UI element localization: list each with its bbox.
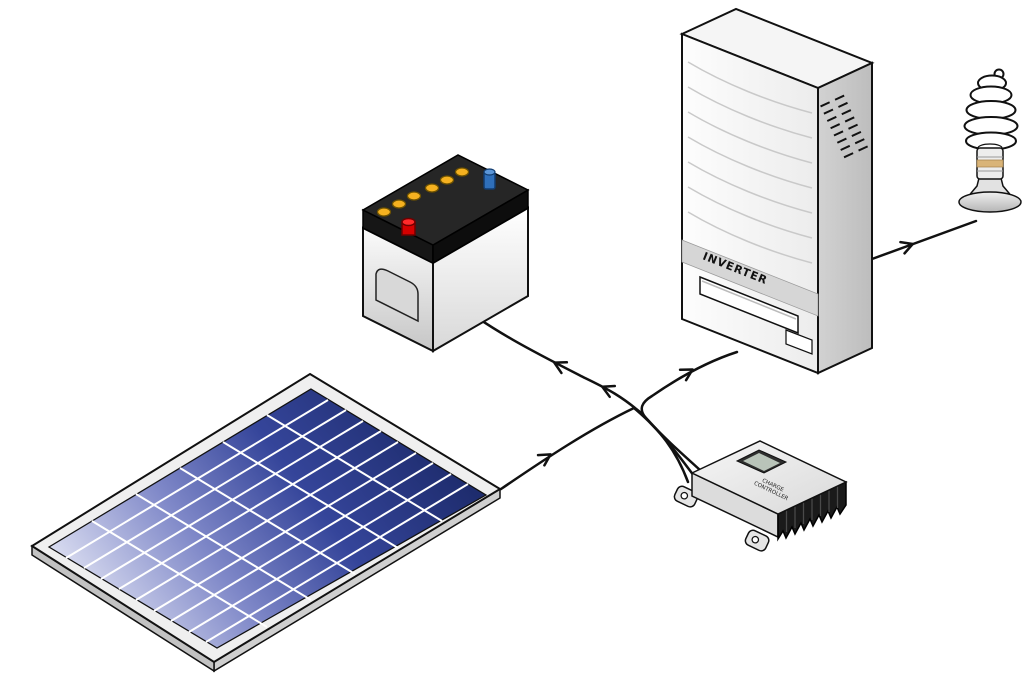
battery [361, 154, 530, 353]
battery-handle-recess [375, 268, 419, 323]
bulb-socket [976, 147, 1004, 180]
wire-panel-to-controller [499, 406, 690, 491]
inverter-vents [820, 94, 869, 159]
solar-panel-cells [47, 388, 488, 649]
controller-display-screen [743, 453, 780, 471]
solar-panel [30, 372, 502, 673]
inverter: INVERTER [679, 7, 875, 375]
screw-hole [680, 491, 689, 500]
wires [450, 219, 978, 491]
wire-inverter-to-bulb [870, 219, 978, 261]
battery-negative-terminal [483, 168, 496, 190]
battery-vent-caps [376, 167, 470, 217]
solar-panel-grid [65, 399, 469, 643]
bulb-stand-base [958, 191, 1022, 213]
controller-heatsink-fins [785, 486, 839, 532]
cfl-light-bulb [958, 68, 1022, 213]
wire-battery-to-controller [450, 297, 696, 478]
inverter-decor-lines [687, 61, 813, 264]
controller-top-face [690, 440, 848, 515]
bulb-spiral-tube [963, 68, 1019, 153]
inverter-label-band [681, 239, 819, 317]
wire-controller-to-inverter [640, 350, 739, 472]
inverter-small-slot [785, 329, 813, 355]
charge-controller: CHARGE CONTROLLER [673, 440, 848, 552]
controller-mount-tab [744, 529, 770, 552]
battery-positive-terminal [401, 217, 416, 236]
screw-hole [751, 535, 760, 544]
inverter-display-slot [699, 275, 799, 335]
bulb-socket-band [976, 159, 1004, 168]
inverter-side-face [817, 61, 873, 375]
inverter-display-shadow [701, 280, 797, 320]
